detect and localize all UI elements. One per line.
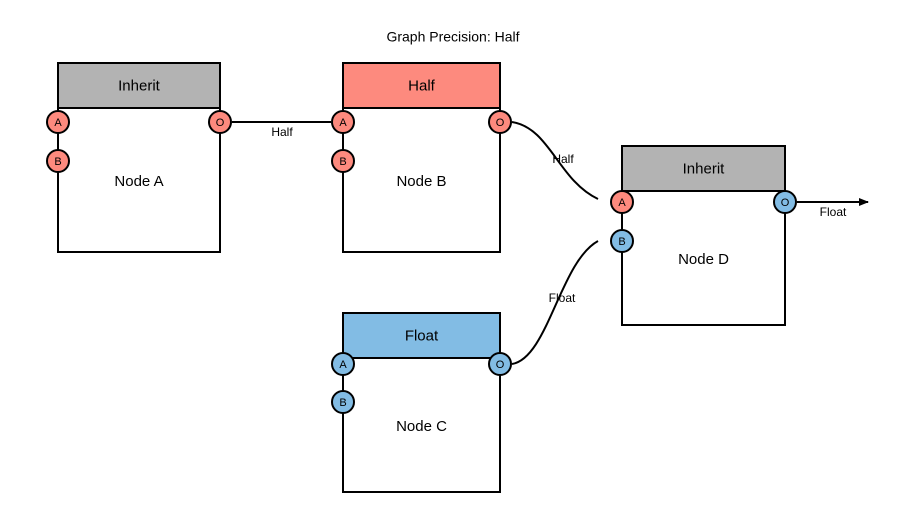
node-c-input-b-circle[interactable] (331, 390, 355, 414)
node-b-name: Node B (396, 173, 446, 190)
output-arrow-layer: Float (797, 198, 869, 219)
node-d-name: Node D (678, 251, 729, 268)
node-d-header[interactable] (621, 145, 786, 192)
node-d-input-port-b[interactable]: B (610, 229, 634, 253)
node-c-input-a-circle[interactable] (331, 352, 355, 376)
edge-a-to-b-label: Half (271, 125, 293, 139)
node-d-input-port-a[interactable]: A (610, 190, 634, 214)
node-c-output-port[interactable]: O (488, 352, 512, 376)
node-a-output-label: O (216, 117, 225, 129)
node-b-header[interactable] (342, 62, 501, 109)
node-a-input-a-label: A (54, 117, 62, 129)
node-a-input-port-b[interactable]: B (46, 149, 70, 173)
node-c-name: Node C (396, 418, 447, 435)
node-b-output-port[interactable]: O (488, 110, 512, 134)
node-c-header[interactable] (342, 312, 501, 359)
node-b-input-b-label: B (339, 156, 346, 168)
node-a-header[interactable] (57, 62, 221, 109)
node-a-input-b-circle[interactable] (46, 149, 70, 173)
node-c-header-label: Float (405, 327, 439, 344)
page-title: Graph Precision: Half (386, 29, 519, 45)
node-d-input-a-label: A (618, 197, 626, 209)
node-c-input-port-b[interactable]: B (331, 390, 355, 414)
edge-b-to-d[interactable]: Half (511, 121, 599, 200)
node-c-output-label: O (496, 359, 505, 371)
node-b-input-a-circle[interactable] (331, 110, 355, 134)
edge-c-to-d-label: Float (549, 291, 576, 305)
node-a-header-label: Inherit (118, 77, 161, 94)
node-b-input-a-label: A (339, 117, 347, 129)
graph-output-label: Float (820, 205, 847, 219)
node-c-input-port-a[interactable]: A (331, 352, 355, 376)
edge-c-to-d[interactable]: Float (511, 240, 599, 365)
node-a-name: Node A (114, 173, 163, 190)
edge-a-to-b[interactable]: Half (232, 121, 331, 139)
node-c-output-circle[interactable] (488, 352, 512, 376)
node-d-output-label: O (781, 197, 790, 209)
node-b-input-b-circle[interactable] (331, 149, 355, 173)
graph-output[interactable]: Float (797, 198, 869, 219)
node-b-output-label: O (496, 117, 505, 129)
node-c-input-b-label: B (339, 397, 346, 409)
node-b-input-port-b[interactable]: B (331, 149, 355, 173)
node-a-output-circle[interactable] (208, 110, 232, 134)
node-a-input-port-a[interactable]: A (46, 110, 70, 134)
edge-b-to-d-label: Half (552, 152, 574, 166)
node-d-output-circle[interactable] (773, 190, 797, 214)
edge-c-to-d-path[interactable] (511, 240, 599, 365)
node-a-input-a-circle[interactable] (46, 110, 70, 134)
node-d-output-port[interactable]: O (773, 190, 797, 214)
node-c-input-a-label: A (339, 359, 347, 371)
node-a-input-b-label: B (54, 156, 61, 168)
node-d-header-label: Inherit (683, 160, 726, 177)
node-d-input-b-label: B (618, 236, 625, 248)
edge-b-to-d-path[interactable] (511, 121, 599, 200)
node-d-input-b-circle[interactable] (610, 229, 634, 253)
node-a-output-port[interactable]: O (208, 110, 232, 134)
node-d-input-a-circle[interactable] (610, 190, 634, 214)
node-b-header-label: Half (408, 77, 436, 94)
node-b-output-circle[interactable] (488, 110, 512, 134)
node-b-input-port-a[interactable]: A (331, 110, 355, 134)
